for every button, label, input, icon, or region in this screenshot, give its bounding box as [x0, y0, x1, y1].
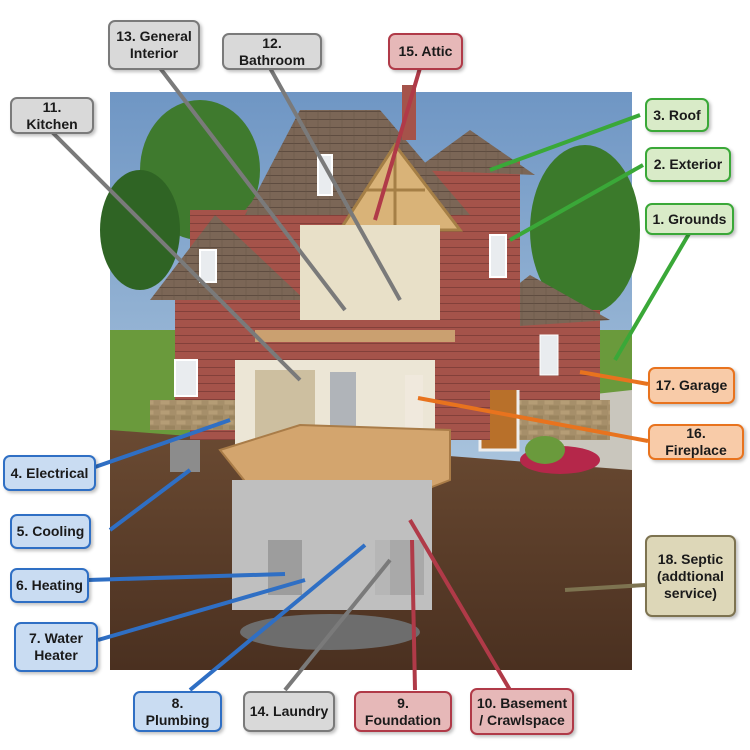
label-text: 3. Roof	[653, 106, 701, 123]
label-text: 4. Electrical	[10, 464, 89, 481]
callout-line-roof	[489, 113, 641, 172]
callout-line-basement	[408, 518, 512, 692]
label-exterior[interactable]: 2. Exterior	[645, 147, 731, 182]
label-heating[interactable]: 6. Heating	[10, 568, 89, 603]
label-text: 13. General Interior	[116, 28, 192, 61]
callout-line-bathroom	[268, 67, 402, 301]
label-text: 12. Bathroom	[238, 34, 306, 68]
callout-line-exterior	[509, 163, 644, 242]
callout-line-electrical	[94, 418, 231, 469]
label-text: 9. Foundation	[364, 694, 442, 728]
label-cooling[interactable]: 5. Cooling	[10, 514, 91, 549]
label-text: 7. Water Heater	[29, 630, 83, 663]
label-text: 6. Heating	[16, 577, 83, 593]
label-water-heater[interactable]: 7. Water Heater	[14, 622, 98, 672]
callout-line-interior	[158, 66, 347, 312]
label-text: 1. Grounds	[652, 210, 727, 227]
callout-line-septic	[564, 583, 646, 592]
label-electrical[interactable]: 4. Electrical	[3, 455, 96, 491]
label-attic[interactable]: 15. Attic	[388, 33, 463, 70]
callout-line-garage	[579, 370, 649, 386]
label-fireplace[interactable]: 16. Fireplace	[648, 424, 744, 460]
label-grounds[interactable]: 1. Grounds	[645, 203, 734, 235]
label-garage[interactable]: 17. Garage	[648, 367, 735, 404]
label-laundry[interactable]: 14. Laundry	[243, 691, 335, 732]
label-foundation[interactable]: 9. Foundation	[354, 691, 452, 732]
callout-line-grounds	[613, 230, 692, 362]
label-text: 18. Septic (addtional service)	[657, 550, 724, 601]
label-text: 2. Exterior	[653, 156, 723, 172]
callout-lines	[48, 66, 692, 692]
label-general-interior[interactable]: 13. General Interior	[108, 20, 200, 70]
label-septic[interactable]: 18. Septic (addtional service)	[645, 535, 736, 617]
callout-line-foundation	[410, 539, 417, 691]
label-text: 10. Basement / Crawlspace	[476, 694, 568, 728]
label-bathroom[interactable]: 12. Bathroom	[222, 33, 322, 70]
label-text: 8. Plumbing	[145, 694, 210, 728]
callout-line-laundry	[283, 558, 392, 692]
label-text: 14. Laundry	[249, 703, 329, 719]
label-text: 16. Fireplace	[665, 425, 727, 458]
callout-line-heating	[87, 572, 286, 582]
callout-line-water	[97, 578, 306, 642]
label-kitchen[interactable]: 11. Kitchen	[10, 97, 94, 134]
label-plumbing[interactable]: 8. Plumbing	[133, 691, 222, 732]
callout-line-attic	[373, 67, 422, 221]
label-text: 15. Attic	[398, 43, 453, 59]
callout-line-fireplace	[417, 396, 649, 443]
label-text: 17. Garage	[655, 377, 728, 393]
label-text: 5. Cooling	[16, 523, 85, 539]
label-roof[interactable]: 3. Roof	[645, 98, 709, 132]
label-basement[interactable]: 10. Basement / Crawlspace	[470, 688, 574, 735]
callout-line-cooling	[108, 468, 192, 532]
callout-line-plumbing	[188, 543, 367, 692]
label-text: 11. Kitchen	[26, 98, 78, 132]
callout-line-kitchen	[48, 128, 302, 382]
